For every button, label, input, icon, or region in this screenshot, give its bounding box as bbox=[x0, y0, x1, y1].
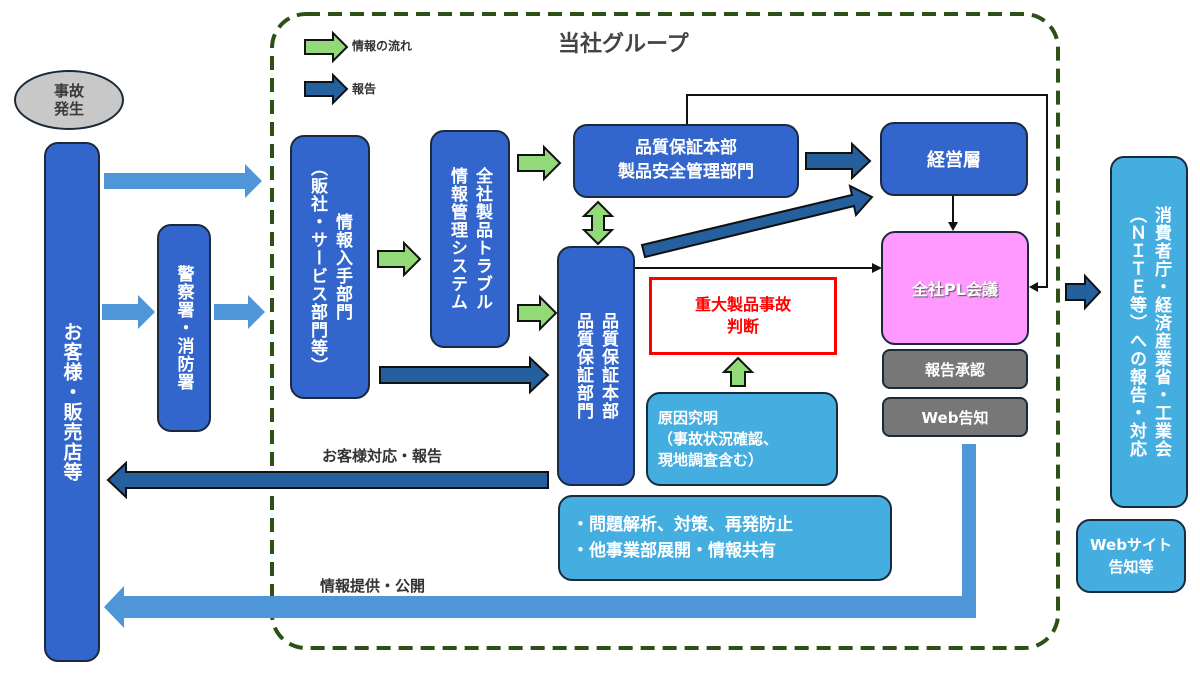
analysis-label: ・問題解析、対策、再発防止 ・他事業部展開・情報共有 bbox=[572, 514, 793, 561]
customer-label: お客様・販売店等 bbox=[60, 322, 83, 482]
qa-hq-safety-node: 品質保証本部 製品安全管理部門 bbox=[573, 124, 799, 198]
trouble-info-system-label: 全社製品トラブル 情報管理システム bbox=[447, 167, 492, 311]
qa-dept-node: 品質保証本部 品質保証部門 bbox=[557, 246, 635, 486]
website-notice-label: Webサイト 告知等 bbox=[1090, 535, 1172, 577]
accident-occurrence-node: 事故 発生 bbox=[14, 70, 124, 130]
group-title: 当社グループ bbox=[558, 32, 689, 57]
arrow-info-disclosure bbox=[104, 444, 976, 628]
arrow-info-dept-to-system bbox=[377, 240, 422, 278]
info-dept-label: 情報入手部門 （販社・サービス部門等） bbox=[307, 159, 352, 375]
customer-node: お客様・販売店等 bbox=[44, 142, 100, 662]
arrow-qa-hq-qa-dept-bidirectional bbox=[581, 200, 615, 246]
accident-occurrence-label: 事故 発生 bbox=[53, 82, 84, 118]
legend-info-arrow-icon bbox=[304, 30, 349, 64]
police-fire-label: 警察署・消防署 bbox=[173, 265, 194, 391]
arrow-customer-response bbox=[106, 460, 549, 500]
police-fire-node: 警察署・消防署 bbox=[157, 224, 211, 432]
line-qa-hq-to-pl-meeting bbox=[686, 94, 1048, 288]
info-disclosure-label: 情報提供・公開 bbox=[320, 577, 426, 595]
trouble-info-system-node: 全社製品トラブル 情報管理システム bbox=[430, 130, 510, 348]
analysis-node: ・問題解析、対策、再発防止 ・他事業部展開・情報共有 bbox=[558, 495, 892, 581]
legend-report-arrow-icon bbox=[304, 72, 349, 106]
arrow-qa-hq-to-management bbox=[805, 141, 872, 181]
arrow-qa-dept-to-management bbox=[640, 184, 874, 259]
group-boundary bbox=[270, 12, 1060, 650]
arrowhead-pl-meeting-right bbox=[1029, 282, 1038, 292]
authorities-node: 消費者庁・経済産業省・工業会 （ＮＩＴＥ等）への報告・対応 bbox=[1110, 156, 1188, 508]
arrow-customer-to-police bbox=[102, 295, 155, 329]
legend-report-label: 報告 bbox=[352, 82, 377, 96]
web-notice-label: Web告知 bbox=[921, 408, 989, 427]
arrow-system-to-qa-hq bbox=[517, 144, 562, 182]
management-label: 経営層 bbox=[927, 150, 981, 171]
arrowhead-pl-meeting-left bbox=[872, 263, 882, 273]
arrowhead-pl-meeting-top bbox=[948, 222, 958, 231]
serious-accident-judgement-label: 重大製品事故 判断 bbox=[694, 294, 791, 336]
pl-meeting-label: 全社PL会議 bbox=[912, 280, 998, 299]
qa-hq-safety-label: 品質保証本部 製品安全管理部門 bbox=[618, 138, 754, 182]
website-notice-node: Webサイト 告知等 bbox=[1076, 519, 1186, 593]
arrow-customer-to-info-dept bbox=[104, 164, 262, 198]
arrow-info-dept-to-qa-dept bbox=[379, 355, 550, 395]
legend-info-flow-label: 情報の流れ bbox=[352, 39, 413, 53]
web-notice-node: Web告知 bbox=[882, 397, 1028, 437]
serious-accident-judgement-node: 重大製品事故 判断 bbox=[649, 277, 837, 355]
info-dept-node: 情報入手部門 （販社・サービス部門等） bbox=[290, 135, 370, 399]
report-approval-node: 報告承認 bbox=[882, 349, 1028, 389]
report-approval-label: 報告承認 bbox=[924, 360, 985, 379]
pl-meeting-node: 全社PL会議 bbox=[881, 231, 1029, 345]
root-cause-label: 原因究明 （事故状況確認、 現地調査含む） bbox=[658, 408, 779, 469]
root-cause-node: 原因究明 （事故状況確認、 現地調査含む） bbox=[646, 392, 838, 486]
customer-response-label: お客様対応・報告 bbox=[322, 447, 443, 465]
arrow-to-authorities bbox=[1065, 273, 1102, 311]
qa-dept-label: 品質保証本部 品質保証部門 bbox=[573, 312, 618, 420]
arrow-system-to-qa-dept bbox=[517, 294, 558, 332]
authorities-label: 消費者庁・経済産業省・工業会 （ＮＩＴＥ等）への報告・対応 bbox=[1126, 206, 1171, 458]
arrow-root-cause-to-judgement bbox=[721, 356, 755, 387]
arrow-police-to-info-dept bbox=[214, 295, 265, 329]
management-node: 経営層 bbox=[880, 122, 1028, 196]
